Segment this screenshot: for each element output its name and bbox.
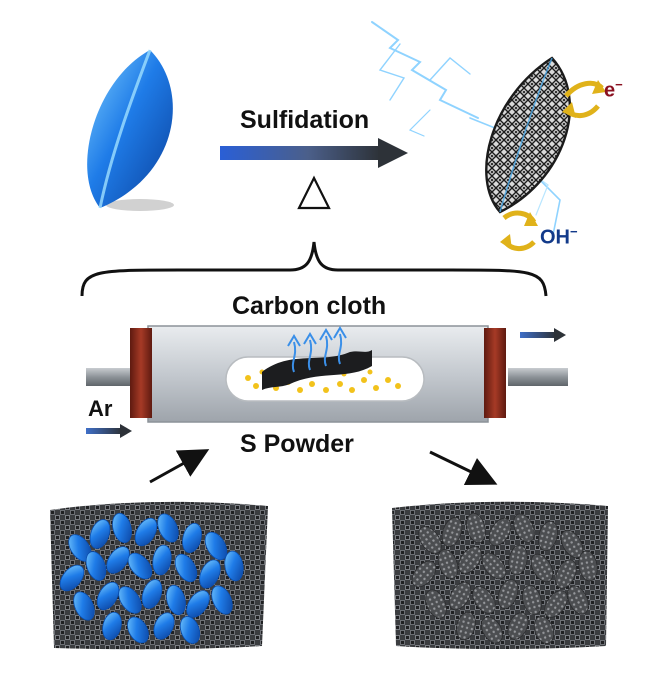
sulfide-mesh-particle: [485, 56, 572, 214]
hydroxide-label: OH−: [540, 224, 578, 250]
cloth-with-sulfide: [392, 501, 608, 649]
blue-particle-array: [59, 512, 244, 644]
s-powder-label: S Powder: [240, 430, 354, 458]
hydroxide-transfer-arrows-icon: [500, 210, 538, 251]
grouping-brace: [80, 241, 548, 297]
arrow-from-furnace: [429, 450, 498, 486]
gas-inlet-arrow: [86, 424, 132, 438]
argon-label: Ar: [88, 396, 113, 421]
heat-delta-symbol: [297, 175, 331, 210]
sulfidation-arrow: [220, 138, 408, 168]
blue-precursor-particle: [87, 49, 174, 211]
sulfide-particle-array: [411, 512, 598, 644]
electron-charge: −: [615, 77, 623, 92]
carbon-cloth-sample: [262, 350, 372, 390]
hydroxide-charge: −: [570, 224, 578, 239]
arrow-to-furnace: [149, 449, 210, 484]
gas-outlet-arrow: [520, 328, 566, 342]
carbon-cloth-label: Carbon cloth: [232, 292, 387, 320]
electron-transfer-arrows-icon: [562, 80, 606, 118]
hydroxide-symbol: OH: [540, 226, 570, 249]
cloth-with-precursor: [50, 501, 268, 650]
sulfur-vapor-arrows-icon: [287, 326, 347, 373]
electron-symbol: e: [604, 79, 616, 102]
sulfidation-label: Sulfidation: [240, 106, 370, 134]
electron-label: e−: [604, 77, 623, 103]
